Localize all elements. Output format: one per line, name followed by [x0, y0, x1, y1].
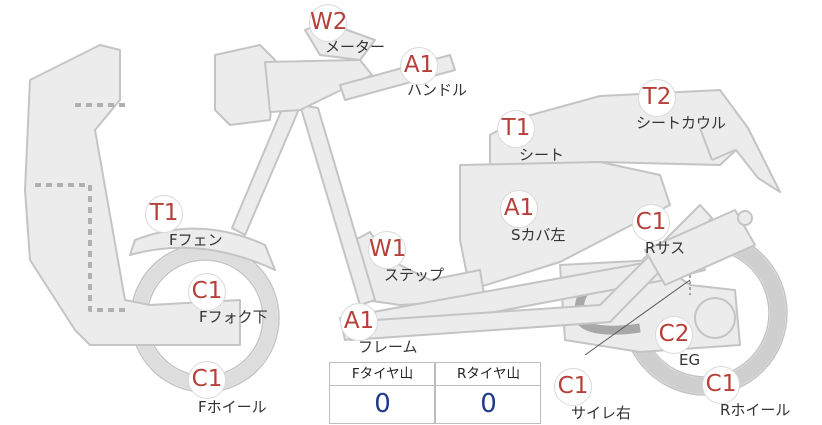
- table-divider: [434, 363, 436, 423]
- handle-code-badge[interactable]: A1: [400, 47, 438, 85]
- front-tire-value[interactable]: 0: [374, 389, 391, 419]
- s-cover-left-code-badge[interactable]: A1: [500, 190, 538, 228]
- f-fender-label: Fフェン: [169, 231, 223, 249]
- f-fork-lower-label: Fフォク下: [199, 308, 268, 326]
- f-wheel-label: Fホイール: [198, 398, 267, 416]
- frame-label: フレーム: [358, 338, 418, 356]
- rear-shock-shape: [644, 209, 756, 286]
- f-fork-lower-code-badge[interactable]: C1: [188, 273, 226, 311]
- s-cover-left-label: Sカバ左: [511, 226, 566, 244]
- silencer-right-label: サイレ右: [571, 404, 632, 422]
- r-sus-code-badge[interactable]: C1: [632, 204, 670, 242]
- r-sus-label: Rサス: [645, 239, 686, 257]
- f-fender-code-badge[interactable]: T1: [145, 195, 183, 233]
- eg-label: EG: [679, 351, 701, 369]
- seat-code-badge[interactable]: T1: [497, 110, 535, 148]
- seat-label: シート: [519, 146, 565, 164]
- front-fender-shape: [129, 227, 276, 271]
- seat-cowl-code-badge[interactable]: T2: [638, 79, 676, 117]
- silencer-right-code-badge[interactable]: C1: [554, 368, 592, 406]
- r-wheel-label: Rホイール: [720, 401, 791, 419]
- front-tire-header: Fタイヤ山: [330, 363, 435, 386]
- meter-label: メーター: [325, 38, 386, 56]
- rear-tire-value[interactable]: 0: [480, 389, 497, 419]
- headlight-shape: [214, 44, 276, 126]
- seat-cowl-label: シートカウル: [636, 114, 727, 132]
- step-label: ステップ: [384, 266, 445, 284]
- frame-code-badge[interactable]: A1: [340, 303, 378, 341]
- r-wheel-code-badge[interactable]: C1: [702, 366, 740, 404]
- meter-code-badge[interactable]: W2: [309, 4, 347, 42]
- tire-tread-table: Fタイヤ山 Rタイヤ山 0 0: [329, 362, 541, 424]
- eg-code-badge[interactable]: C2: [655, 316, 693, 354]
- f-wheel-code-badge[interactable]: C1: [188, 361, 226, 399]
- handle-label: ハンドル: [407, 81, 468, 99]
- step-code-badge[interactable]: W1: [368, 231, 406, 269]
- rear-tire-header: Rタイヤ山: [436, 363, 541, 386]
